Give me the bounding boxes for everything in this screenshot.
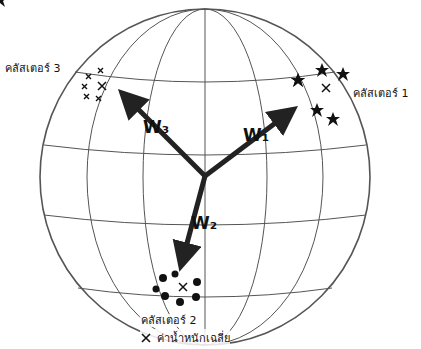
vector-label: W₂ (190, 214, 218, 232)
legend-text: ค่าน้ำหนักเฉลี่ย (157, 329, 230, 347)
vector-label: W₃ (142, 118, 170, 136)
cluster-label: คลัสเตอร์ 3 (4, 62, 62, 75)
legend-row: ค่าน้ำหนักเฉลี่ย (140, 329, 230, 347)
legend-swatch (140, 332, 154, 344)
cluster-label: คลัสเตอร์ 1 (352, 87, 410, 100)
vector-label: W₁ (242, 126, 270, 144)
cluster-label: คลัสเตอร์ 2 (140, 314, 198, 327)
star-points (0, 0, 305, 87)
